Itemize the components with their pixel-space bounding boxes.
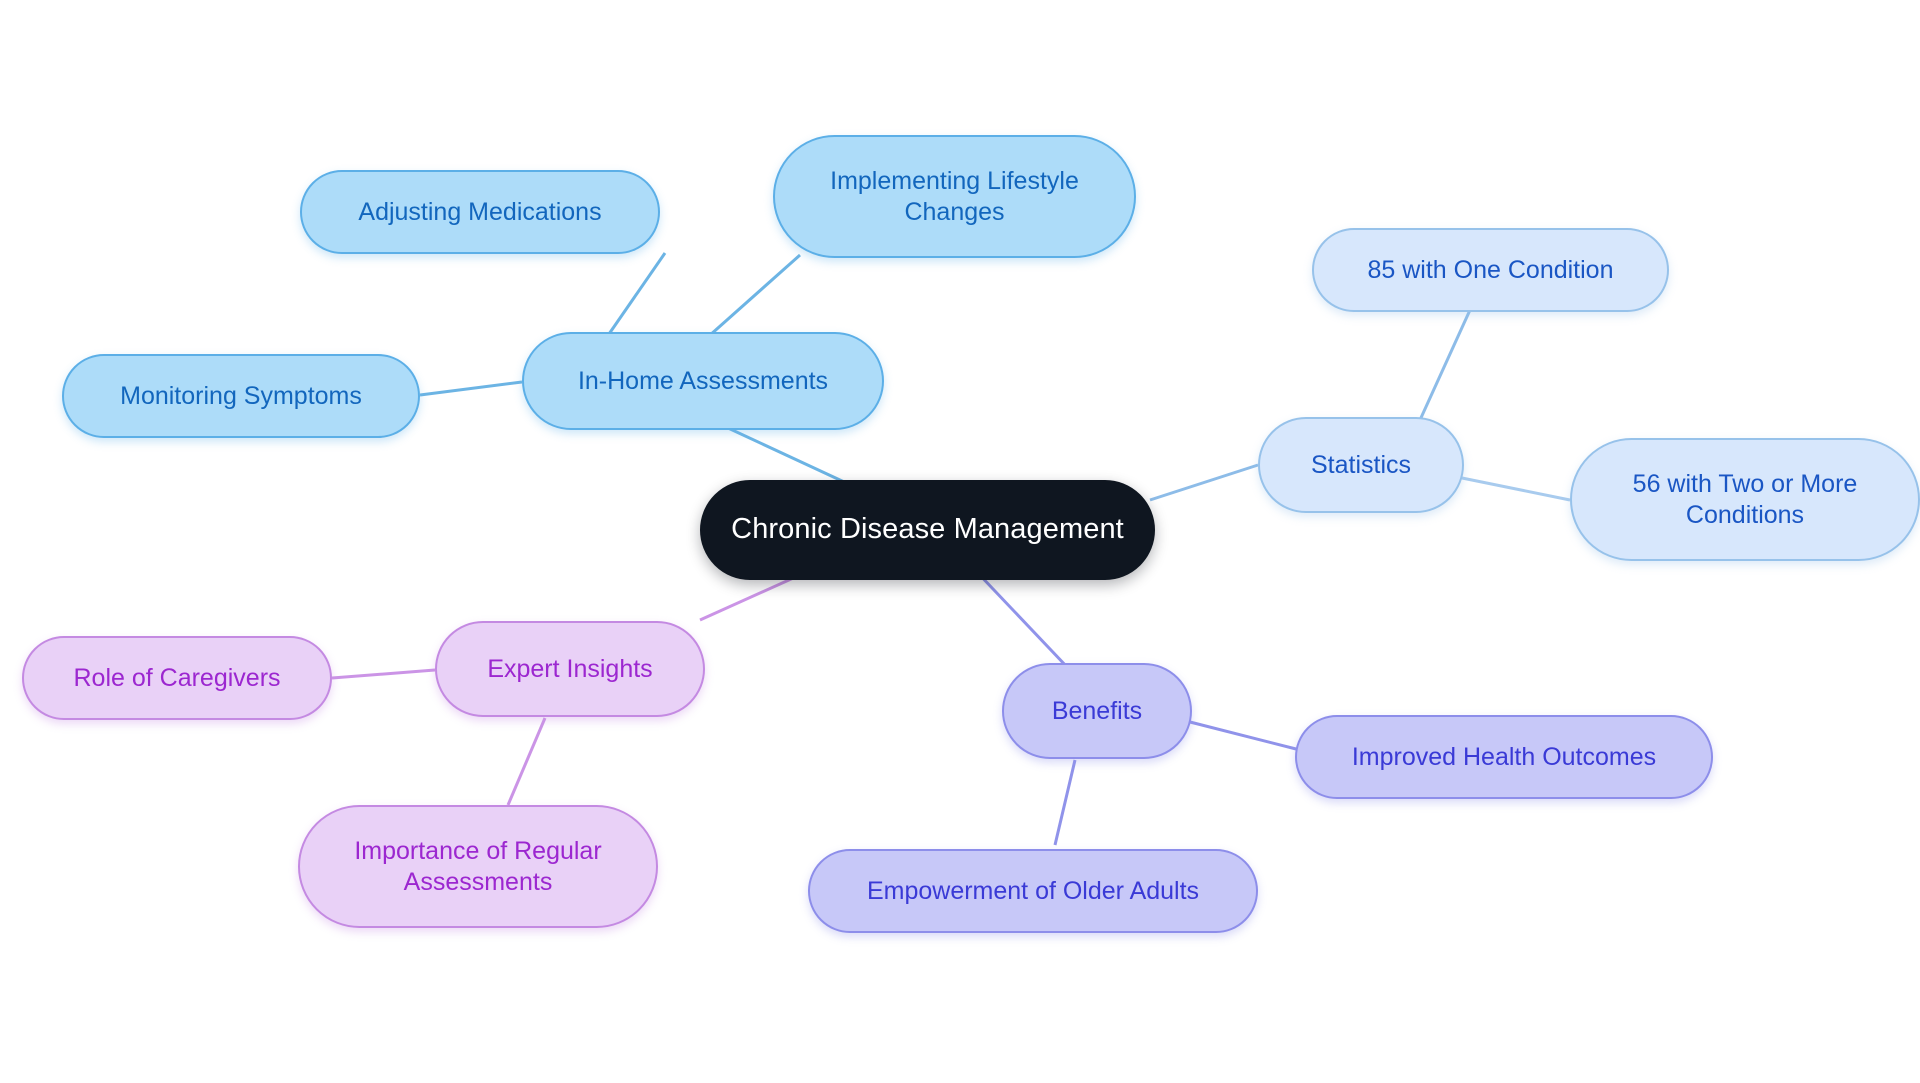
node-leaf-improved-health-outcomes[interactable]: Improved Health Outcomes [1295, 715, 1713, 799]
edge-expert-to-importance-assessments [506, 717, 547, 806]
node-label: Adjusting Medications [358, 197, 602, 226]
node-leaf-empowerment-of-older-adults[interactable]: Empowerment of Older Adults [808, 849, 1258, 933]
node-leaf-adjusting-medications[interactable]: Adjusting Medications [300, 170, 660, 254]
edge-statistics-to-56-two-or-more [1461, 476, 1571, 502]
node-leaf-56-with-two-or-more-conditions[interactable]: 56 with Two or More Conditions [1570, 438, 1920, 561]
node-branch-expert-insights[interactable]: Expert Insights [435, 621, 705, 717]
node-label: 56 with Two or More Conditions [1632, 470, 1858, 529]
edge-root-to-expert-insights [699, 573, 801, 622]
node-label: In-Home Assessments [577, 366, 829, 395]
edge-root-to-benefits [973, 568, 1070, 670]
node-label: Expert Insights [487, 654, 653, 683]
node-leaf-role-of-caregivers[interactable]: Role of Caregivers [22, 636, 332, 720]
node-label: 85 with One Condition [1367, 255, 1614, 284]
node-branch-statistics[interactable]: Statistics [1258, 417, 1464, 513]
node-leaf-importance-of-regular-assessments[interactable]: Importance of Regular Assessments [298, 805, 658, 928]
node-root-chronic-disease-management[interactable]: Chronic Disease Management [700, 480, 1155, 580]
node-label: Empowerment of Older Adults [866, 876, 1200, 905]
edge-benefits-to-improved-outcomes [1189, 720, 1301, 752]
node-label: Chronic Disease Management [731, 513, 1124, 546]
node-label: Monitoring Symptoms [120, 381, 362, 410]
node-leaf-85-with-one-condition[interactable]: 85 with One Condition [1312, 228, 1669, 312]
edge-root-to-statistics [1149, 463, 1259, 502]
node-label: Benefits [1051, 696, 1143, 725]
node-label: Implementing Lifestyle Changes [830, 167, 1079, 226]
node-leaf-monitoring-symptoms[interactable]: Monitoring Symptoms [62, 354, 420, 438]
node-branch-benefits[interactable]: Benefits [1002, 663, 1192, 759]
node-label: Statistics [1310, 450, 1412, 479]
edge-statistics-to-85-one-condition [1418, 309, 1472, 421]
edge-benefits-to-empowerment [1053, 759, 1077, 846]
node-leaf-implementing-lifestyle-changes[interactable]: Implementing Lifestyle Changes [773, 135, 1136, 258]
node-branch-in-home-assessments[interactable]: In-Home Assessments [522, 332, 884, 430]
node-label: Importance of Regular Assessments [354, 837, 602, 896]
edge-expert-to-role-of-caregivers [331, 668, 436, 680]
node-label: Role of Caregivers [73, 663, 281, 692]
edge-in-home-to-monitoring-symptoms [419, 380, 523, 397]
node-label: Improved Health Outcomes [1351, 742, 1657, 771]
edge-in-home-to-lifestyle-changes [699, 253, 801, 346]
